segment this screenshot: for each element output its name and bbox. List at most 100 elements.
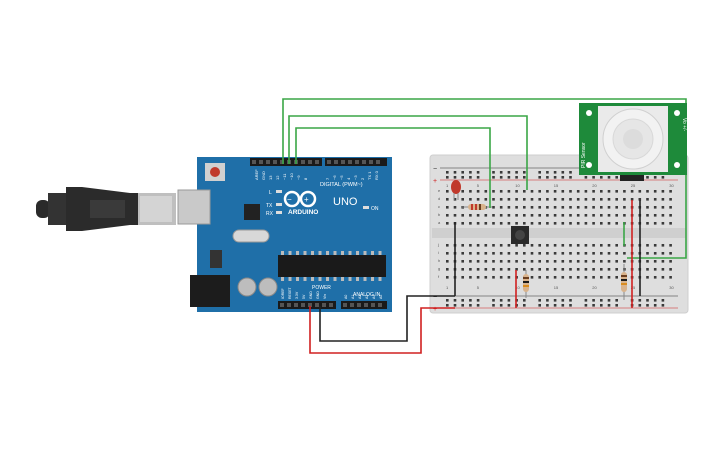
breadboard-hole[interactable] xyxy=(669,190,672,193)
breadboard-hole[interactable] xyxy=(461,214,464,217)
breadboard-hole[interactable] xyxy=(515,244,518,247)
breadboard-hole[interactable] xyxy=(476,214,480,217)
breadboard-hole[interactable] xyxy=(546,222,549,225)
breadboard-hole[interactable] xyxy=(646,252,649,255)
breadboard-hole[interactable] xyxy=(538,206,541,209)
breadboard-hole[interactable] xyxy=(507,222,511,225)
breadboard-hole[interactable] xyxy=(507,252,511,255)
header-pin[interactable] xyxy=(273,160,277,164)
breadboard-hole[interactable] xyxy=(615,214,618,217)
breadboard-hole[interactable] xyxy=(661,222,665,225)
header-pin[interactable] xyxy=(315,303,319,307)
breadboard-hole[interactable] xyxy=(538,276,541,279)
breadboard-hole[interactable] xyxy=(476,244,480,247)
breadboard-hole[interactable] xyxy=(615,244,618,247)
header-pin[interactable] xyxy=(355,160,359,164)
breadboard-hole[interactable] xyxy=(623,214,626,217)
breadboard-hole[interactable] xyxy=(530,260,534,263)
breadboard-hole[interactable] xyxy=(607,252,611,255)
breadboard-hole[interactable] xyxy=(653,176,657,179)
breadboard-hole[interactable] xyxy=(523,304,526,307)
breadboard-hole[interactable] xyxy=(446,299,449,302)
breadboard-hole[interactable] xyxy=(476,222,480,225)
breadboard-hole[interactable] xyxy=(515,198,518,201)
breadboard-hole[interactable] xyxy=(492,214,495,217)
breadboard-hole[interactable] xyxy=(546,276,549,279)
red-led[interactable] xyxy=(451,180,461,200)
header-pin[interactable] xyxy=(364,303,368,307)
breadboard-hole[interactable] xyxy=(507,304,511,307)
breadboard-hole[interactable] xyxy=(530,190,534,193)
breadboard-hole[interactable] xyxy=(476,260,480,263)
header-pin[interactable] xyxy=(376,160,380,164)
breadboard-hole[interactable] xyxy=(515,260,518,263)
breadboard-hole[interactable] xyxy=(623,206,626,209)
header-pin[interactable] xyxy=(308,160,312,164)
header-pin[interactable] xyxy=(343,303,347,307)
breadboard-hole[interactable] xyxy=(523,171,526,174)
breadboard-hole[interactable] xyxy=(499,304,503,307)
breadboard-hole[interactable] xyxy=(669,252,672,255)
breadboard-hole[interactable] xyxy=(592,198,595,201)
header-pin[interactable] xyxy=(308,303,312,307)
breadboard-hole[interactable] xyxy=(461,190,464,193)
breadboard-hole[interactable] xyxy=(576,276,580,279)
breadboard-hole[interactable] xyxy=(538,252,541,255)
breadboard-hole[interactable] xyxy=(661,299,665,302)
breadboard-hole[interactable] xyxy=(661,304,665,307)
breadboard-hole[interactable] xyxy=(569,299,572,302)
breadboard-hole[interactable] xyxy=(646,299,649,302)
breadboard-hole[interactable] xyxy=(446,268,449,271)
breadboard-hole[interactable] xyxy=(553,171,557,174)
breadboard-hole[interactable] xyxy=(607,268,611,271)
breadboard-hole[interactable] xyxy=(646,206,649,209)
breadboard-hole[interactable] xyxy=(561,222,565,225)
breadboard-hole[interactable] xyxy=(615,206,618,209)
breadboard-hole[interactable] xyxy=(653,299,657,302)
breadboard-hole[interactable] xyxy=(592,304,595,307)
breadboard-hole[interactable] xyxy=(530,198,534,201)
breadboard-hole[interactable] xyxy=(584,176,588,179)
breadboard-hole[interactable] xyxy=(469,176,472,179)
breadboard-hole[interactable] xyxy=(469,171,472,174)
breadboard-hole[interactable] xyxy=(600,214,603,217)
breadboard-hole[interactable] xyxy=(446,276,449,279)
breadboard-hole[interactable] xyxy=(576,268,580,271)
breadboard-hole[interactable] xyxy=(523,252,526,255)
header-pin[interactable] xyxy=(327,160,331,164)
breadboard-hole[interactable] xyxy=(561,176,565,179)
arduino-uno-board[interactable]: − + ARDUINO UNO DIGITAL (PWM~) ANALOG IN… xyxy=(177,157,392,312)
breadboard-hole[interactable] xyxy=(461,260,464,263)
breadboard-hole[interactable] xyxy=(661,244,665,247)
header-pin[interactable] xyxy=(341,160,345,164)
breadboard-hole[interactable] xyxy=(607,190,611,193)
breadboard-hole[interactable] xyxy=(538,190,541,193)
breadboard-hole[interactable] xyxy=(569,214,572,217)
breadboard-hole[interactable] xyxy=(492,198,495,201)
breadboard-hole[interactable] xyxy=(492,206,495,209)
breadboard-hole[interactable] xyxy=(446,222,449,225)
breadboard-hole[interactable] xyxy=(646,260,649,263)
breadboard-hole[interactable] xyxy=(592,206,595,209)
breadboard-hole[interactable] xyxy=(600,299,603,302)
breadboard-hole[interactable] xyxy=(646,268,649,271)
breadboard-hole[interactable] xyxy=(446,206,449,209)
breadboard-hole[interactable] xyxy=(469,260,472,263)
breadboard-hole[interactable] xyxy=(600,252,603,255)
breadboard-hole[interactable] xyxy=(615,260,618,263)
breadboard-hole[interactable] xyxy=(600,190,603,193)
breadboard-hole[interactable] xyxy=(669,268,672,271)
breadboard-hole[interactable] xyxy=(584,304,588,307)
breadboard-hole[interactable] xyxy=(515,214,518,217)
breadboard-hole[interactable] xyxy=(592,299,595,302)
breadboard-hole[interactable] xyxy=(646,304,649,307)
breadboard-hole[interactable] xyxy=(507,276,511,279)
breadboard-hole[interactable] xyxy=(507,260,511,263)
breadboard-hole[interactable] xyxy=(553,252,557,255)
breadboard-hole[interactable] xyxy=(661,206,665,209)
breadboard-hole[interactable] xyxy=(538,244,541,247)
breadboard-hole[interactable] xyxy=(469,222,472,225)
wire-green-button[interactable] xyxy=(288,115,528,190)
breadboard-hole[interactable] xyxy=(523,244,526,247)
breadboard-hole[interactable] xyxy=(453,171,457,174)
